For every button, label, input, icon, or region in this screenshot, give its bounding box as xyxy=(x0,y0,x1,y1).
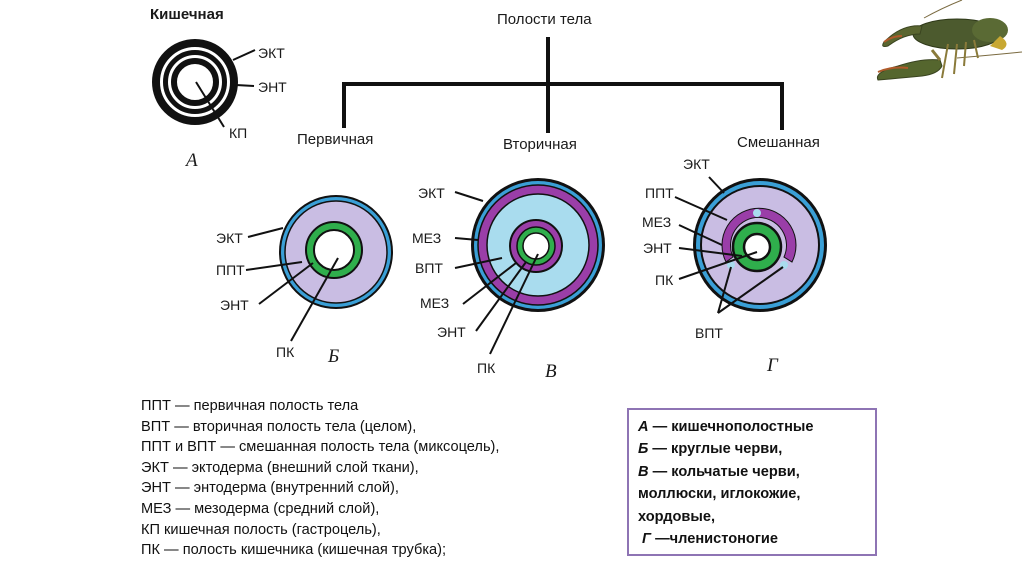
figure-g-letter: Г xyxy=(766,355,779,376)
figure-b-label-ppt: ППТ xyxy=(216,262,245,278)
figure-g-label-ppt: ППТ xyxy=(645,185,674,201)
figure-g-label-vpt: ВПТ xyxy=(695,325,723,341)
legend-line: ВПТ — вторичная полость тела (целом), xyxy=(141,418,417,435)
legend-group-text: — кишечнополостные xyxy=(648,419,814,435)
figure-b-label-ect: ЭКТ xyxy=(216,230,243,246)
figure-g-secondary-cavity-left xyxy=(727,261,735,269)
legend-group-text: —членистоногие xyxy=(651,531,778,548)
animal-groups-legend: А — кишечнополостные Б — круглые черви, … xyxy=(627,408,877,556)
figure-g-label-pk: ПК xyxy=(655,272,674,288)
legend-group-text: — круглые черви, xyxy=(648,441,783,458)
legend-group-key: Б xyxy=(638,441,649,458)
legend-group-text: хордовые, xyxy=(638,508,716,525)
figure-a-mesoglea-ring xyxy=(163,50,227,114)
legend-line: ПК — полость кишечника (кишечная трубка)… xyxy=(141,542,447,559)
legend-line: МЕЗ — мезодерма (средний слой), xyxy=(141,500,380,517)
legend-group-key: А xyxy=(638,419,649,435)
figure-g-secondary-cavity-top xyxy=(753,209,761,217)
figure-a-ectoderm-ring xyxy=(152,39,238,125)
figure-a: Кишечная ЭКТ ЭНТ КП А xyxy=(150,6,287,171)
figure-v-gut-cavity xyxy=(522,232,550,260)
legend-line: ЭНТ — энтодерма (внутренний слой), xyxy=(141,480,399,497)
figure-b-leader-lines xyxy=(245,227,339,342)
legend-group-line: моллюски, иглокожие, xyxy=(638,483,875,505)
figure-b: ЭКТ ППТ ЭНТ ПК Б xyxy=(216,195,393,367)
legend-group-line: А — кишечнополостные xyxy=(638,416,875,438)
figure-a-label-ect: ЭКТ xyxy=(258,45,285,61)
legend-group-line: В — кольчатые черви, xyxy=(638,461,875,483)
crayfish-illustration xyxy=(876,0,1023,81)
tree-connectors xyxy=(342,37,784,133)
figure-v-label-ent: ЭНТ xyxy=(437,324,466,340)
figure-v-letter: В xyxy=(545,361,557,382)
figure-g-label-ect: ЭКТ xyxy=(683,156,710,172)
figure-v-label-pk: ПК xyxy=(477,360,496,376)
figure-g-label-ent: ЭНТ xyxy=(643,240,672,256)
branch-primary-label: Первичная xyxy=(297,131,373,148)
figure-a-label-ent: ЭНТ xyxy=(258,79,287,95)
figure-v-label-vpt: ВПТ xyxy=(415,260,443,276)
figure-v-label-mez-outer: МЕЗ xyxy=(412,230,441,246)
abbreviation-legend: ППТ — первичная полость тела ВПТ — втори… xyxy=(141,396,499,561)
figure-b-letter: Б xyxy=(327,346,339,367)
legend-line: ППТ и ВПТ — смешанная полость тела (микс… xyxy=(141,439,500,456)
legend-group-line: хордовые, xyxy=(638,506,875,528)
legend-group-line: Г —членистоногие xyxy=(638,528,875,550)
legend-line: ЭКТ — эктодерма (внешний слой ткани), xyxy=(141,459,419,476)
figure-g: ЭКТ ППТ МЕЗ ЭНТ ПК ВПТ Г xyxy=(642,156,827,376)
figure-v-leader-lines xyxy=(454,191,539,355)
branch-secondary-label: Вторичная xyxy=(503,136,577,153)
legend-group-key: В xyxy=(638,463,649,480)
legend-line: ППТ — первичная полость тела xyxy=(141,398,359,414)
figure-g-label-mez: МЕЗ xyxy=(642,214,671,230)
legend-line: КП кишечная полость (гастроцель), xyxy=(141,521,381,538)
figure-a-label-kp: КП xyxy=(229,125,247,141)
legend-group-text: моллюски, иглокожие, xyxy=(638,486,801,503)
figure-a-leader-lines xyxy=(195,49,256,128)
figure-b-label-pk: ПК xyxy=(276,344,295,360)
figure-a-title: Кишечная xyxy=(150,6,224,23)
figure-v-label-mez-inner: МЕЗ xyxy=(420,295,449,311)
classification-tree: Полости тела Первичная Вторичная Смешанн… xyxy=(297,11,820,153)
tree-root-label: Полости тела xyxy=(497,11,592,28)
figure-g-mesoderm-arc xyxy=(721,207,797,263)
figure-g-leader-lines xyxy=(674,176,784,314)
legend-group-key: Г xyxy=(638,531,652,548)
legend-group-text: — кольчатые черви, xyxy=(648,463,800,480)
figure-v: ЭКТ МЕЗ ВПТ МЕЗ ЭНТ ПК В xyxy=(412,178,605,382)
branch-mixed-label: Смешанная xyxy=(737,134,820,151)
figure-a-letter: А xyxy=(184,150,198,171)
legend-group-line: Б — круглые черви, xyxy=(638,438,875,460)
figure-b-label-ent: ЭНТ xyxy=(220,297,249,313)
figure-b-gut-cavity xyxy=(313,229,355,271)
figure-a-endoderm-ring xyxy=(171,58,219,106)
figure-v-label-ect: ЭКТ xyxy=(418,185,445,201)
